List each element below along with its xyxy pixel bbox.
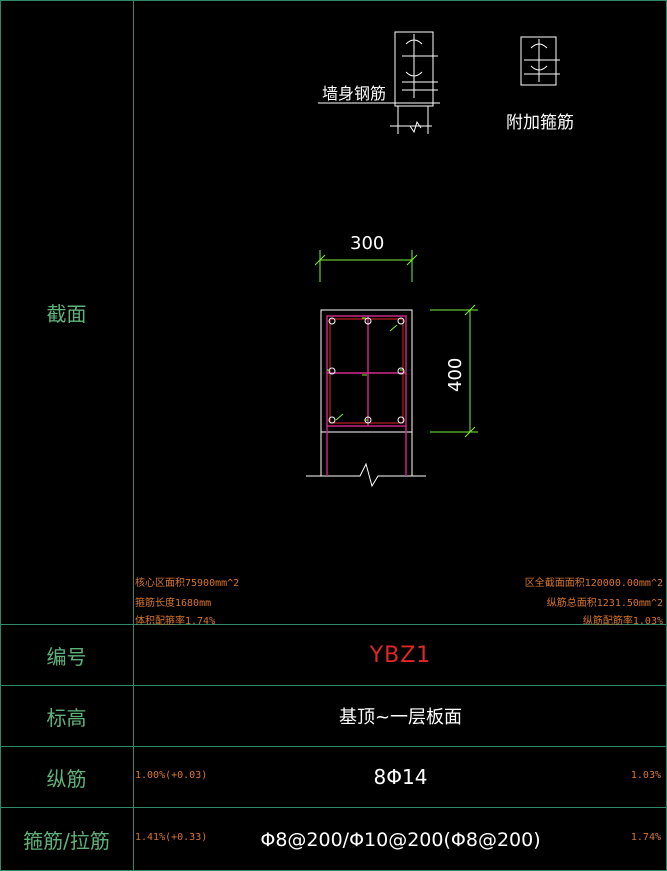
dimension-width-text: 300 [350, 233, 384, 254]
dimension-height-text: 400 [445, 358, 466, 392]
section-label: 截面 [46, 301, 87, 326]
bar-marks [327, 317, 403, 421]
longitudinal-value: 8Φ14 [373, 765, 428, 789]
dimension-height [430, 304, 478, 438]
stirrup-right-pct: 1.74% [630, 832, 661, 843]
note-left-2: 箍筋长度1680mm [135, 598, 212, 609]
longitudinal-left-pct: 1.00%(+0.03) [135, 770, 208, 781]
longitudinal-bars [328, 317, 405, 424]
number-label: 编号 [46, 644, 87, 669]
additional-stirrup-detail [520, 36, 560, 86]
column-outline [306, 309, 426, 488]
note-left-1: 核心区面积75900mm^2 [135, 578, 240, 589]
note-left-3: 体积配箍率1.74% [135, 616, 216, 627]
note-right-3: 纵筋配筋率1.03% [582, 616, 663, 627]
note-right-1: 区全截面面积120000.00mm^2 [524, 578, 663, 589]
elevation-label: 标高 [46, 705, 87, 730]
longitudinal-label: 纵筋 [46, 766, 87, 791]
stirrup-left-pct: 1.41%(+0.33) [135, 832, 208, 843]
number-value: YBZ1 [369, 642, 432, 668]
dimension-width [314, 250, 418, 282]
stirrup-value: Φ8@200/Φ10@200(Φ8@200) [260, 828, 541, 851]
stirrup-inner [329, 318, 404, 424]
longitudinal-right-pct: 1.03% [630, 770, 661, 781]
note-right-2: 纵筋总面积1231.50mm^2 [546, 598, 663, 609]
additional-stirrup-label: 附加箍筋 [506, 113, 574, 133]
wall-rebar-detail [390, 31, 438, 134]
elevation-value: 基顶~一层板面 [338, 707, 463, 728]
wall-rebar-label: 墙身钢筋 [322, 84, 386, 103]
stirrups [326, 315, 407, 476]
stirrup-label: 箍筋/拉筋 [23, 829, 110, 853]
